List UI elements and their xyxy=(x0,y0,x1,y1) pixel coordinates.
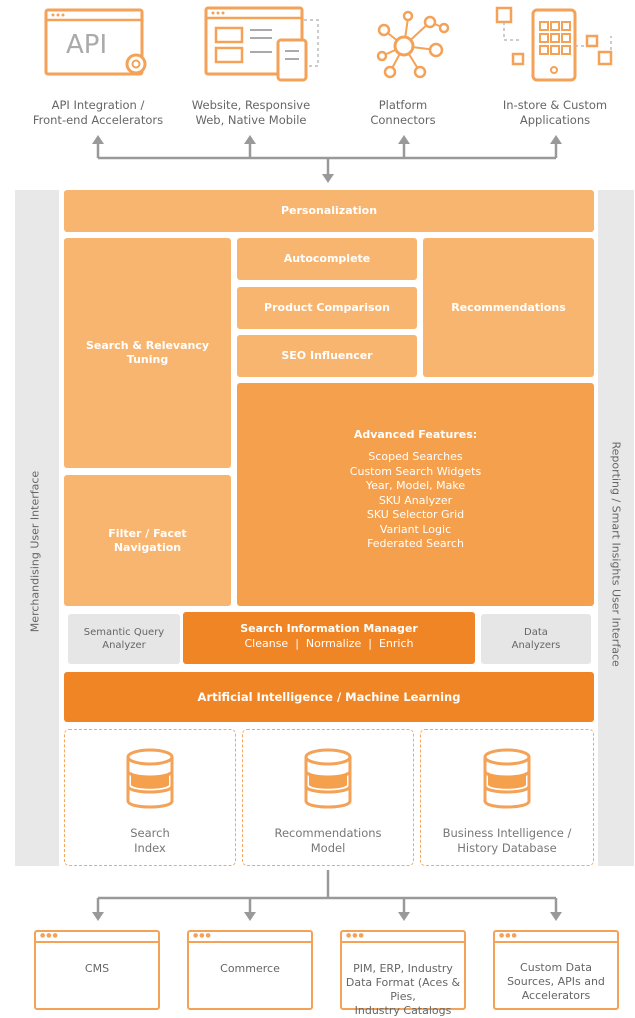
sim-subtitle: Cleanse | Normalize | Enrich xyxy=(244,637,414,650)
reporting-ui-panel xyxy=(598,190,634,866)
channel-label-api: API Integration / Front-end Accelerators xyxy=(32,98,164,127)
autocomplete-box: Autocomplete xyxy=(237,238,417,280)
advanced-features-title: Advanced Features: xyxy=(353,428,478,441)
bottom-connector-arrows xyxy=(92,870,562,921)
database-icon xyxy=(126,748,174,809)
advanced-feature-item: Federated Search xyxy=(367,537,464,550)
advanced-feature-item: Variant Logic xyxy=(379,522,452,536)
merchandising-ui-panel xyxy=(15,190,59,866)
search-index-db xyxy=(64,729,236,866)
source-pim-erp: ●●● PIM, ERP, Industry Data Format (Aces… xyxy=(340,930,466,1017)
recommendations-box: Recommendations xyxy=(423,238,594,377)
source-label: Commerce xyxy=(220,962,280,975)
merchandising-ui-label: Merchandising User Interface xyxy=(28,470,42,633)
personalization-box: Personalization xyxy=(64,190,594,232)
reporting-ui-label: Reporting / Smart Insights User Interfac… xyxy=(609,441,623,667)
business-intelligence-label: Business Intelligence / History Database xyxy=(442,826,572,855)
advanced-feature-item: Year, Model, Make xyxy=(365,479,466,492)
api-icon: API xyxy=(44,8,154,78)
network-nodes-icon xyxy=(372,8,452,82)
database-icon xyxy=(304,748,352,809)
source-custom-data: ●●● Custom Data Sources, APIs and Accele… xyxy=(493,930,619,1010)
source-commerce: ●●● Commerce xyxy=(187,930,313,1010)
channel-label-platform: Platform Connectors xyxy=(370,98,436,127)
advanced-features-box: Advanced Features: Scoped Searches Custo… xyxy=(237,383,594,606)
advanced-feature-item: SKU Analyzer xyxy=(378,493,453,507)
seo-influencer-box: SEO Influencer xyxy=(237,335,417,377)
website-mobile-icon xyxy=(204,6,324,82)
recommendations-model-label: Recommendations Model xyxy=(274,826,382,855)
source-label: Custom Data Sources, APIs and Accelerato… xyxy=(507,961,605,1002)
advanced-feature-item: Scoped Searches xyxy=(368,450,463,463)
tablet-apps-icon xyxy=(495,6,615,84)
channel-label-website: Website, Responsive Web, Native Mobile xyxy=(191,98,311,127)
top-connector-arrows xyxy=(92,135,562,183)
source-label: CMS xyxy=(84,962,110,975)
search-index-label: Search Index xyxy=(130,826,170,855)
source-cms: ●●● CMS xyxy=(34,930,160,1010)
sim-title: Search Information Manager xyxy=(240,622,418,635)
api-icon-text: API xyxy=(66,30,108,60)
search-information-manager-box: Search Information Manager Cleanse | Nor… xyxy=(183,612,475,664)
channel-label-instore: In-store & Custom Applications xyxy=(502,98,608,127)
semantic-query-analyzer-box: Semantic Query Analyzer xyxy=(68,614,180,664)
ai-ml-box: Artificial Intelligence / Machine Learni… xyxy=(64,672,594,722)
recommendations-model-db xyxy=(242,729,414,866)
filter-facet-box: Filter / Facet Navigation xyxy=(64,475,231,606)
product-comparison-box: Product Comparison xyxy=(237,287,417,329)
search-relevancy-box: Search & Relevancy Tuning xyxy=(64,238,231,468)
advanced-feature-item: SKU Selector Grid xyxy=(366,508,465,521)
source-label: PIM, ERP, Industry Data Format (Aces & P… xyxy=(345,962,461,1017)
business-intelligence-db xyxy=(420,729,594,866)
database-icon xyxy=(483,748,531,809)
data-analyzers-box: Data Analyzers xyxy=(481,614,591,664)
advanced-feature-item: Custom Search Widgets xyxy=(349,464,482,478)
